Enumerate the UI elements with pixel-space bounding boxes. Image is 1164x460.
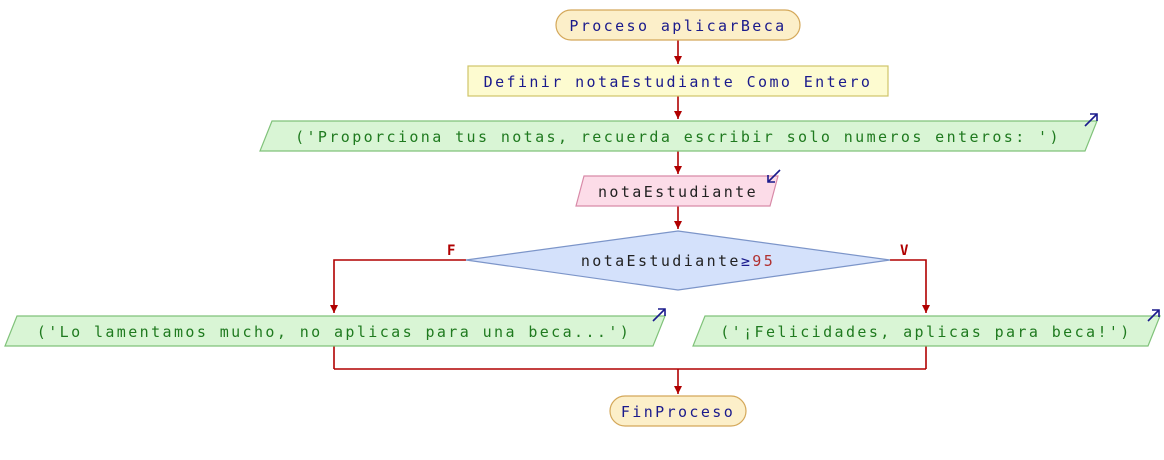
output-true-node[interactable]: ('¡Felicidades, aplicas para beca!') xyxy=(692,309,1161,347)
edge-decision-true xyxy=(890,259,930,313)
input-arrow-icon xyxy=(767,169,781,183)
input-variable: notaEstudiante xyxy=(598,183,758,201)
decision-value: 95 xyxy=(752,252,775,270)
output-arrow-icon xyxy=(1084,113,1098,127)
start-keyword: Proceso xyxy=(569,17,649,35)
svg-text:notaEstudiante≥95: notaEstudiante≥95 xyxy=(581,252,775,270)
define-type: Entero xyxy=(804,73,873,91)
output-prompt-node[interactable]: ('Proporciona tus notas, recuerda escrib… xyxy=(259,113,1098,152)
false-branch-label: F xyxy=(447,243,455,259)
output-false-text: ('Lo lamentamos mucho, no aplicas para u… xyxy=(37,323,631,341)
decision-operator: ≥ xyxy=(741,252,752,270)
svg-text:Proceso aplicarBeca: Proceso aplicarBeca xyxy=(569,17,786,35)
define-como-keyword: Como xyxy=(747,73,793,91)
define-variable: notaEstudiante xyxy=(575,73,735,91)
end-keyword: FinProceso xyxy=(621,403,735,421)
start-process-name: aplicarBeca xyxy=(661,17,787,35)
true-branch-label: V xyxy=(900,243,909,259)
output-arrow-icon xyxy=(1147,309,1160,322)
output-arrow-icon xyxy=(652,308,666,322)
end-node[interactable]: FinProceso xyxy=(609,395,747,427)
output-prompt-text: ('Proporciona tus notas, recuerda escrib… xyxy=(295,128,1061,146)
define-keyword: Definir xyxy=(484,73,564,91)
define-node[interactable]: Definir notaEstudiante Como Entero xyxy=(467,65,889,97)
output-false-node[interactable]: ('Lo lamentamos mucho, no aplicas para u… xyxy=(4,308,666,347)
decision-node[interactable]: notaEstudiante≥95 xyxy=(465,230,891,291)
input-node[interactable]: notaEstudiante xyxy=(575,169,781,207)
svg-text:Definir notaEstudiante Como En: Definir notaEstudiante Como Entero xyxy=(484,73,873,91)
decision-variable: notaEstudiante xyxy=(581,252,741,270)
connectors xyxy=(330,40,930,394)
edge-decision-false xyxy=(330,259,466,313)
start-node[interactable]: Proceso aplicarBeca xyxy=(555,9,801,41)
output-true-text: ('¡Felicidades, aplicas para beca!') xyxy=(720,323,1132,341)
